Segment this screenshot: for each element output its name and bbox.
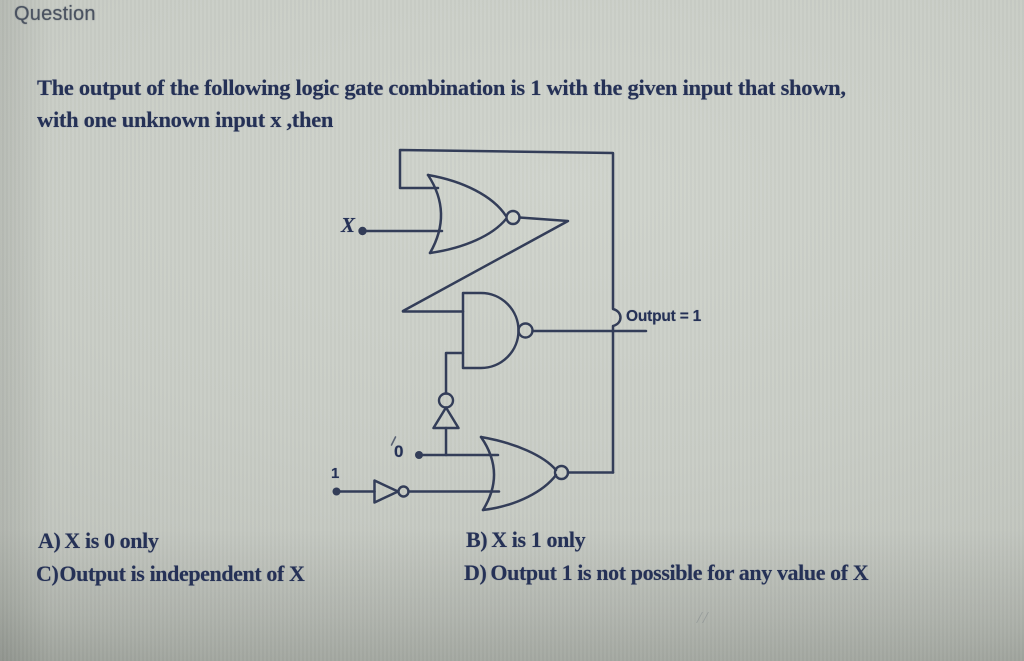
option-d-letter: D) [464, 560, 487, 585]
option-d: D)Output 1 is not possible for any value… [464, 560, 869, 585]
x-input-terminal [358, 226, 367, 236]
photo-smudge [696, 612, 711, 626]
option-a: A)X is 0 only [38, 528, 159, 553]
question-text: The output of the following logic gate c… [37, 72, 846, 136]
page-title: Question [14, 3, 96, 25]
inverter-bubble [505, 209, 521, 226]
inverter-bubble [437, 392, 455, 409]
output-label: Output = 1 [626, 308, 702, 325]
inverter-bubble [517, 322, 534, 339]
one-input-wire [332, 479, 501, 504]
question-line-1: The output of the following logic gate c… [37, 75, 846, 100]
option-b-text: X is 1 only [491, 527, 586, 552]
input-1-label: 1 [331, 465, 340, 482]
option-c-letter: C) [36, 561, 59, 586]
nor-gate-top [426, 173, 521, 255]
zero-input-terminal [415, 451, 423, 459]
question-line-2: with one unknown input x ,then [37, 107, 334, 132]
option-c-text: Output is independent of X [59, 561, 305, 586]
option-a-letter: A) [38, 528, 61, 553]
feedback-wire [398, 148, 622, 474]
zigzag-wire [401, 216, 570, 313]
option-d-text: Output 1 is not possible for any value o… [490, 560, 869, 585]
option-b: B)X is 1 only [466, 527, 586, 552]
x-input-wire [358, 226, 444, 236]
inverter-bubble [397, 485, 410, 498]
option-b-letter: B) [466, 527, 488, 552]
nand-bottom-input-wire [444, 351, 465, 395]
nand-gate [461, 291, 534, 370]
one-input-terminal [332, 487, 341, 496]
not-gate-input [373, 479, 410, 504]
option-a-text: X is 0 only [64, 528, 159, 553]
option-c: C)Output is independent of X [36, 563, 305, 585]
inverter-bubble [553, 464, 570, 481]
zero-input-wire [390, 436, 500, 459]
not-gate-vertical [432, 392, 460, 457]
nor-gate-bottom [479, 435, 615, 512]
input-x-label: X [341, 213, 356, 237]
input-0-label: 0 [394, 442, 404, 461]
